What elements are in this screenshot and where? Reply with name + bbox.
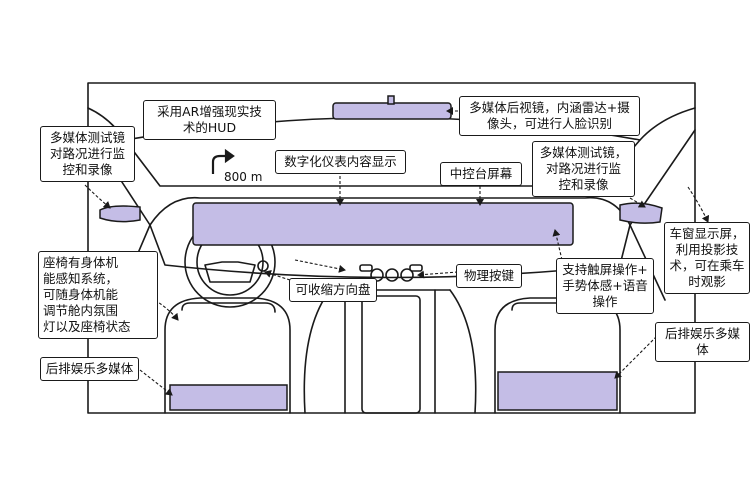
hud-distance-readout: 800 m	[224, 170, 263, 184]
vent-left	[359, 264, 373, 272]
callout-window-display-line-2: 利用投影技	[675, 242, 739, 257]
leader-touch-gesture	[552, 229, 563, 261]
callout-ar-hud: 采用AR增强现实技 术的HUD	[143, 100, 276, 140]
callout-touch-gesture: 支持触屏操作+ 手势体感+语音 操作	[556, 258, 654, 314]
physical-key-1	[370, 268, 384, 282]
callout-window-display: 车窗显示屏， 利用投影技 术，可在乘车 时观影	[664, 222, 750, 294]
leader-physical-keys	[417, 270, 459, 279]
left-side-camera	[99, 205, 141, 223]
callout-left-camera-line-3: 控和录像	[62, 162, 113, 177]
callout-center-screen: 中控台屏幕	[440, 162, 522, 186]
callout-touch-gesture-line-1: 支持触屏操作+	[562, 262, 648, 277]
callout-left-camera-line-2: 对路况进行监	[49, 146, 125, 161]
callout-physical-keys: 物理按键	[456, 264, 522, 288]
callout-retract-wheel-line-1: 可收缩方向盘	[295, 282, 371, 297]
leader-rear-left	[139, 369, 173, 396]
physical-key-2	[385, 268, 399, 282]
callout-rear-mirror: 多媒体后视镜，内涵雷达+摄 像头，可进行人脸识别	[459, 96, 640, 136]
callout-left-camera: 多媒体测试镜 对路况进行监 控和录像	[40, 126, 135, 182]
callout-window-display-line-1: 车窗显示屏，	[669, 226, 745, 241]
callout-physical-keys-line-1: 物理按键	[463, 268, 514, 283]
leader-retract-wheel	[264, 270, 291, 281]
physical-key-3	[400, 268, 414, 282]
callout-rear-media-left-line-1: 后排娱乐多媒体	[45, 361, 134, 376]
callout-seat-sensing-line-3: 可随身体机能	[43, 287, 119, 302]
leader-lines	[84, 107, 710, 396]
callout-center-screen-line-1: 中控台屏幕	[449, 166, 513, 181]
callout-left-camera-line-1: 多媒体测试镜	[49, 130, 125, 145]
callout-right-camera-line-3: 控和录像	[558, 177, 609, 192]
callout-rear-media-right-line-1: 后排娱乐多媒体	[664, 326, 740, 357]
start-button	[257, 260, 269, 272]
rear-view-mirror	[332, 102, 452, 120]
callout-window-display-line-4: 时观影	[688, 274, 726, 289]
seat-left-headrest	[181, 302, 276, 313]
callout-retract-wheel: 可收缩方向盘	[289, 278, 377, 302]
callout-ar-hud-line-1: 采用AR增强现实技	[157, 104, 262, 119]
steering-wheel-hub	[204, 261, 256, 283]
callout-seat-sensing-line-5: 灯以及座椅状态	[43, 319, 131, 334]
dashboard-top	[149, 196, 631, 226]
dashboard-screen	[192, 202, 574, 246]
callout-rear-mirror-line-2: 像头，可进行人脸识别	[486, 116, 612, 131]
callout-right-camera-line-2: 对路况进行监	[545, 161, 621, 176]
center-console-screen	[361, 295, 421, 414]
callout-rear-media-right: 后排娱乐多媒体	[655, 322, 750, 362]
leader-rear-right	[614, 332, 661, 379]
callout-seat-sensing-line-4: 调节舱内氛围	[43, 303, 119, 318]
right-seat-screen	[497, 371, 618, 411]
callout-right-camera: 多媒体测试镜， 对路况进行监 控和录像	[532, 141, 635, 197]
leader-window-display	[687, 186, 710, 223]
callout-seat-sensing-line-2: 能感知系统，	[43, 271, 119, 286]
mirror-mount	[387, 95, 395, 105]
leader-right-camera	[629, 197, 646, 208]
turn-right-arrow-icon	[211, 148, 235, 174]
callout-seat-sensing: 座椅有身体机 能感知系统， 可随身体机能 调节舱内氛围 灯以及座椅状态	[38, 251, 158, 339]
console-side-right	[449, 289, 477, 414]
callout-rear-media-left: 后排娱乐多媒体	[40, 357, 139, 381]
center-console	[344, 289, 436, 414]
callout-ar-hud-line-2: 术的HUD	[182, 120, 237, 135]
callout-seat-sensing-line-1: 座椅有身体机	[43, 255, 119, 270]
callout-digital-cluster: 数字化仪表内容显示	[275, 150, 406, 174]
callout-touch-gesture-line-2: 手势体感+语音	[562, 278, 648, 293]
highlighted-components	[99, 95, 663, 411]
right-side-camera	[619, 202, 663, 224]
leader-hud-physical	[294, 259, 346, 273]
left-seat-screen	[169, 384, 288, 411]
vent-right	[409, 264, 423, 272]
callout-touch-gesture-line-3: 操作	[592, 294, 618, 309]
console-side-left	[303, 289, 331, 414]
callout-right-camera-line-1: 多媒体测试镜，	[539, 145, 628, 160]
callout-rear-mirror-line-1: 多媒体后视镜，内涵雷达+摄	[469, 100, 630, 115]
seat-left-backrest	[164, 297, 291, 414]
callout-window-display-line-3: 术，可在乘车	[669, 258, 745, 273]
callout-digital-cluster-line-1: 数字化仪表内容显示	[284, 154, 397, 169]
leader-left-camera	[84, 184, 111, 209]
